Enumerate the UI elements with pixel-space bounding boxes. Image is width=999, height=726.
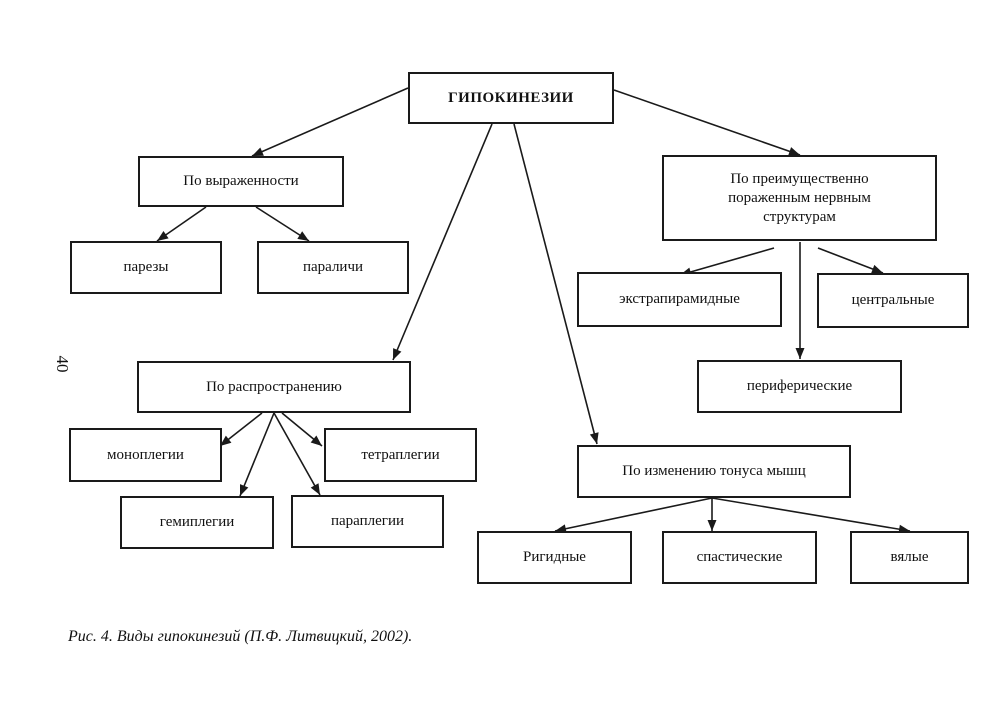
edge-severity-paralysis	[255, 206, 310, 242]
edge-root-structures	[613, 89, 801, 156]
edge-severity-paresis	[156, 206, 207, 242]
node-paresis: парезы	[70, 241, 222, 294]
edge-structures-extrapyramidal-line	[679, 247, 775, 276]
node-by-severity: По выраженности	[138, 156, 344, 207]
edge-spread-monoplegia-arrowhead	[220, 435, 232, 446]
node-paraplegia-label: параплегии	[330, 513, 405, 529]
edge-tone-spastic	[707, 498, 717, 531]
node-by-structures-line-2: пораженным нервным	[728, 189, 871, 206]
node-paralysis: параличи	[257, 241, 409, 294]
node-by-structures-line-3: структурам	[763, 208, 836, 225]
edge-spread-hemiplegia-line	[239, 412, 275, 497]
edge-tone-spastic-arrowhead	[707, 520, 717, 531]
edge-spread-tetraplegia-arrowhead	[310, 435, 322, 446]
edge-tone-rigid	[554, 497, 713, 534]
figure-caption: Рис. 4. Виды гипокинезий (П.Ф. Литвицкий…	[68, 628, 413, 645]
edge-root-tone	[513, 123, 599, 445]
edge-spread-tetraplegia	[281, 412, 323, 447]
edge-root-severity-arrowhead	[252, 147, 264, 156]
node-paresis-label: парезы	[123, 259, 169, 275]
node-hemiplegia: гемиплегии	[120, 496, 274, 549]
edge-structures-central-arrowhead	[871, 264, 883, 274]
edge-tone-rigid-line	[554, 497, 713, 532]
edge-tone-rigid-arrowhead	[555, 524, 567, 534]
edge-structures-central	[817, 247, 884, 274]
edge-severity-paralysis-arrowhead	[297, 231, 309, 241]
node-rigid-label: Ригидные	[523, 549, 586, 565]
edge-spread-monoplegia	[219, 412, 263, 447]
edge-root-structures-line	[613, 89, 801, 156]
node-by-structures-line-1: По преимущественно	[730, 170, 869, 187]
node-by-spread: По распространению	[137, 361, 411, 413]
root-node-label: ГИПОКИНЕЗИИ	[448, 89, 574, 106]
edge-spread-hemiplegia	[239, 412, 275, 497]
edge-root-severity-line	[251, 87, 409, 157]
node-central-label: центральные	[851, 292, 935, 308]
node-central: центральные	[817, 273, 969, 328]
edge-root-structures-arrowhead	[788, 147, 800, 156]
root-node: ГИПОКИНЕЗИИ	[408, 72, 614, 124]
node-flaccid: вялые	[850, 531, 969, 584]
edge-structures-peripheral	[795, 242, 805, 359]
edge-root-tone-line	[513, 123, 598, 445]
node-monoplegia-label: моноплегии	[107, 446, 184, 463]
node-peripheral: периферические	[697, 360, 902, 413]
node-flaccid-label: вялые	[890, 549, 929, 565]
node-paralysis-label: параличи	[302, 259, 364, 275]
node-paraplegia: параплегии	[291, 495, 444, 548]
edge-root-severity	[251, 87, 409, 157]
edge-root-spread	[392, 123, 493, 361]
node-spastic-label: спастические	[696, 549, 783, 565]
node-rigid: Ригидные	[477, 531, 632, 584]
edge-tone-flaccid	[711, 497, 911, 534]
node-by-structures: По преимущественно пораженным нервным ст…	[662, 155, 937, 241]
edge-structures-central-line	[817, 247, 884, 274]
edge-spread-paraplegia-line	[273, 412, 321, 496]
node-by-tone-label: По изменению тонуса мышц	[622, 463, 806, 479]
node-by-severity-label: По выраженности	[183, 173, 299, 189]
edge-root-spread-line	[392, 123, 493, 361]
node-by-tone: По изменению тонуса мышц	[577, 445, 851, 498]
node-peripheral-label: периферические	[746, 378, 853, 394]
edge-root-tone-arrowhead	[589, 432, 599, 444]
node-tetraplegia-label: тетраплегии	[361, 446, 440, 463]
node-hemiplegia-label: гемиплегии	[159, 514, 235, 530]
edge-tone-flaccid-line	[711, 497, 911, 532]
node-spastic: спастические	[662, 531, 817, 584]
node-tetraplegia: тетраплегии	[324, 428, 477, 482]
node-extrapyramidal-label: экстрапирамидные	[619, 291, 740, 307]
node-monoplegia: моноплегии	[69, 428, 222, 482]
node-extrapyramidal: экстрапирамидные	[577, 272, 782, 327]
node-by-spread-label: По распространению	[206, 378, 342, 395]
page-number: 40	[53, 355, 72, 373]
edge-severity-paresis-arrowhead	[157, 231, 169, 241]
edge-spread-paraplegia	[273, 412, 321, 496]
edge-spread-paraplegia-arrowhead	[310, 483, 320, 495]
edge-structures-peripheral-arrowhead	[795, 348, 805, 359]
edge-root-spread-arrowhead	[393, 348, 402, 360]
edge-spread-hemiplegia-arrowhead	[240, 484, 249, 496]
